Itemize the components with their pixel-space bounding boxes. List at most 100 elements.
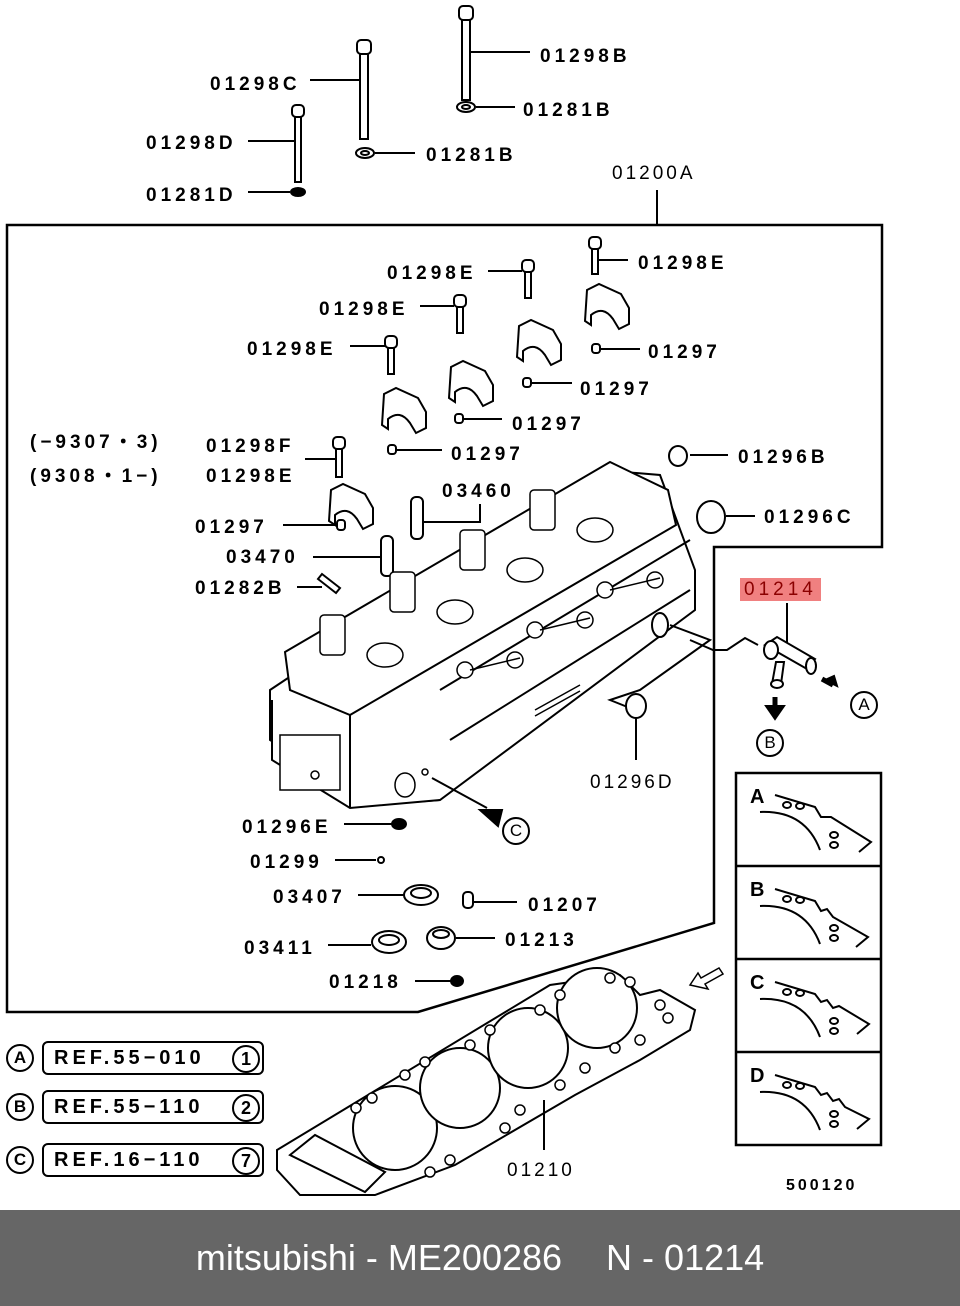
variant-label-D: D — [750, 1065, 765, 1087]
reference-number: 1 — [232, 1045, 260, 1073]
part-label-01207[interactable]: 01207 — [528, 895, 601, 916]
washer-01281B-top-icon — [456, 101, 515, 113]
part-label-01214-highlighted[interactable]: 01214 — [740, 578, 821, 601]
part-label-01296C[interactable]: 01296C — [764, 507, 855, 528]
part-label-01298E[interactable]: 01298E — [638, 253, 728, 274]
variant-A-shape — [759, 794, 873, 853]
part-label-01297[interactable]: 01297 — [512, 414, 585, 435]
part-label-01299[interactable]: 01299 — [250, 852, 323, 873]
reference-text: REF.55−010 — [54, 1046, 205, 1069]
plug-01296D-icon — [625, 693, 647, 760]
seal-01213-icon — [426, 926, 495, 950]
footer-position-prefix: N — [606, 1237, 633, 1278]
leader-01296D — [607, 624, 713, 711]
variant-label-C: C — [750, 972, 765, 994]
cylinder-head-icon — [269, 460, 696, 810]
variant-C-shape — [759, 981, 871, 1038]
date-note-after: (9308・1−) — [30, 466, 162, 487]
ref-circle-tag: B — [6, 1093, 34, 1121]
part-label-01297[interactable]: 01297 — [580, 379, 653, 400]
washer-01281B-mid-icon — [355, 147, 415, 159]
part-label-03407[interactable]: 03407 — [273, 887, 346, 908]
arrow-to-A-icon — [820, 674, 839, 688]
part-label-01281B[interactable]: 01281B — [426, 145, 517, 166]
part-label-01297[interactable]: 01297 — [195, 517, 268, 538]
bolt-01298E-icon — [588, 236, 628, 275]
variant-label-B: B — [750, 879, 765, 901]
part-label-01296E[interactable]: 01296E — [242, 817, 332, 838]
reference-text: REF.55−110 — [54, 1095, 204, 1118]
part-label-03470[interactable]: 03470 — [226, 547, 299, 568]
ref-circle-tag: A — [6, 1044, 34, 1072]
reference-link[interactable]: REF.55−110 2 — [42, 1090, 264, 1124]
part-label-01298E[interactable]: 01298E — [319, 299, 409, 320]
leader-to-C — [431, 777, 488, 809]
part-label-01281B[interactable]: 01281B — [523, 100, 614, 121]
reference-text: REF.16−110 — [54, 1148, 204, 1171]
part-label-01282B[interactable]: 01282B — [195, 578, 286, 599]
ref-tag-C[interactable]: C — [502, 817, 530, 845]
date-note-before: (−9307・3) — [30, 432, 162, 453]
pin-03460-icon — [410, 496, 481, 540]
bolt-01298E-icon — [488, 259, 535, 299]
part-label-01298C[interactable]: 01298C — [210, 74, 301, 95]
footer-dash: - — [632, 1237, 665, 1278]
footer-part-number: ME200286 — [387, 1237, 563, 1278]
plug-01296B-icon — [668, 445, 728, 467]
reference-row-C: C REF.16−110 7 — [6, 1142, 264, 1178]
footer-caption: mitsubishi - ME200286 N - 01214 — [0, 1210, 960, 1306]
diagram-drawing — [5, 5, 884, 1196]
ball-01299-icon — [335, 856, 385, 864]
bolt-01298D-icon — [248, 104, 305, 183]
reference-number: 2 — [232, 1094, 260, 1122]
bolt-01298C-icon — [310, 39, 372, 140]
part-label-01298E[interactable]: 01298E — [387, 263, 477, 284]
part-label-01281D[interactable]: 01281D — [146, 185, 237, 206]
stud-01282B-icon — [297, 572, 342, 595]
pin-01207-icon — [462, 891, 517, 909]
part-label-03411[interactable]: 03411 — [244, 938, 316, 959]
part-label-01298D[interactable]: 01298D — [146, 133, 237, 154]
bearing-cap-icon — [327, 282, 630, 531]
ref-tag-A[interactable]: A — [850, 691, 878, 719]
part-label-01297[interactable]: 01297 — [451, 444, 524, 465]
footer-position: 01214 — [664, 1237, 765, 1278]
reference-link[interactable]: REF.55−010 1 — [42, 1041, 264, 1075]
parts-diagram: 01298B 01298C 01281B 01281B 01298D 01281… — [5, 5, 884, 1196]
footer-dash: - — [355, 1237, 388, 1278]
arrow-to-B-icon — [764, 697, 786, 721]
seal-03411-icon — [328, 930, 407, 954]
leader-01214-hose — [689, 636, 759, 651]
part-label-03460[interactable]: 03460 — [442, 481, 515, 502]
part-label-01296B[interactable]: 01296B — [738, 447, 829, 468]
bolt-01298E-icon — [420, 294, 467, 334]
part-label-01298B[interactable]: 01298B — [540, 46, 631, 67]
reference-link[interactable]: REF.16−110 7 — [42, 1143, 264, 1177]
head-gasket-01210-icon — [276, 967, 697, 1196]
ref-circle-tag: C — [6, 1146, 34, 1174]
ref-tag-B[interactable]: B — [756, 729, 784, 757]
bolt-01298E-icon — [350, 335, 398, 375]
part-label-01296D[interactable]: 01296D — [590, 772, 675, 793]
plug-01218-icon — [415, 975, 464, 987]
bolt-01298F-icon — [305, 436, 346, 478]
part-label-01218[interactable]: 01218 — [329, 972, 402, 993]
part-label-01298E[interactable]: 01298E — [206, 466, 296, 487]
reference-row-A: A REF.55−010 1 — [6, 1040, 264, 1076]
reference-number: 7 — [232, 1147, 260, 1175]
part-label-01298E[interactable]: 01298E — [247, 339, 337, 360]
assembly-label-01200A[interactable]: 01200A — [612, 163, 696, 184]
pin-03470-icon — [313, 535, 394, 577]
plug-01296E-icon — [344, 818, 407, 830]
bolt-01298B-icon — [458, 5, 530, 101]
footer-brand: mitsubishi — [195, 1237, 356, 1278]
part-label-01210[interactable]: 01210 — [507, 1160, 575, 1181]
arrow-gasket-view-icon — [688, 967, 725, 991]
part-label-01297[interactable]: 01297 — [648, 342, 721, 363]
seal-03407-icon — [358, 884, 439, 906]
assembly-outline — [5, 223, 884, 1014]
part-label-01213[interactable]: 01213 — [505, 930, 578, 951]
part-label-01298F[interactable]: 01298F — [206, 436, 295, 457]
water-fitting-01214-icon — [763, 635, 817, 689]
variant-B-shape — [759, 888, 870, 948]
